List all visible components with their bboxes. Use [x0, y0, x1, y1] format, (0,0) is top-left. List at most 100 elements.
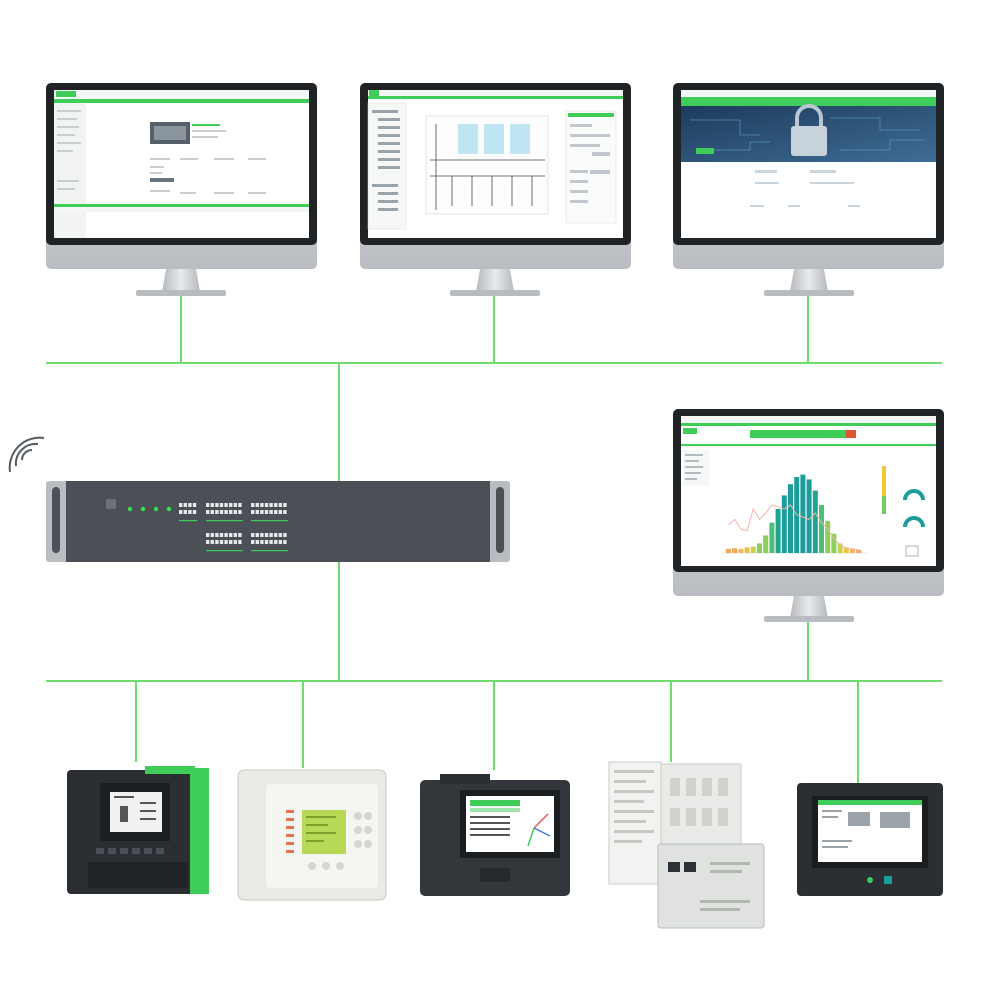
ethernet-port: [219, 540, 224, 544]
ethernet-port: [192, 510, 197, 514]
ethernet-port: [283, 533, 287, 537]
chart-bar: [775, 509, 781, 553]
chart-bar: [819, 505, 824, 553]
ethernet-port: [183, 510, 187, 514]
ethernet-port: [238, 540, 242, 544]
ethernet-port: [179, 510, 183, 514]
ethernet-port: [219, 533, 224, 537]
feeder-relay: [237, 769, 387, 901]
chart-bar: [750, 546, 756, 553]
chart-bar: [837, 543, 843, 553]
ethernet-port: [255, 510, 259, 514]
energy-profile-chart: [722, 474, 868, 554]
gauge-widget-2: [903, 516, 925, 528]
chart-trend-line: [728, 504, 859, 551]
ethernet-port: [278, 503, 282, 507]
switch-ports: [179, 503, 288, 552]
ethernet-port: [260, 510, 264, 514]
ethernet-port: [255, 540, 259, 544]
ethernet-port: [274, 510, 278, 514]
chart-bar: [856, 549, 862, 553]
ethernet-port: [269, 533, 273, 537]
ethernet-port: [260, 533, 264, 537]
chart-bar: [763, 535, 769, 553]
ethernet-port: [274, 533, 278, 537]
port-group-bar: [206, 520, 243, 522]
ethernet-port: [269, 540, 273, 544]
chart-bar: [850, 549, 855, 553]
ethernet-port: [215, 540, 219, 544]
ethernet-port: [283, 510, 287, 514]
ethernet-port: [251, 533, 255, 537]
ethernet-port: [206, 540, 210, 544]
ethernet-port: [224, 510, 228, 514]
ethernet-port: [251, 540, 255, 544]
chart-bar: [732, 548, 738, 553]
ethernet-port: [264, 510, 269, 514]
led-indicator: [166, 506, 172, 512]
monitor-secure-access: [673, 83, 944, 296]
ethernet-port: [233, 540, 237, 544]
ethernet-port: [219, 510, 224, 514]
ethernet-port: [179, 503, 183, 507]
ethernet-port: [233, 533, 237, 537]
protection-relay: [67, 766, 209, 894]
monitor-configuration-software: [46, 83, 317, 296]
ethernet-port: [274, 503, 278, 507]
ethernet-port: [210, 540, 214, 544]
ethernet-port: [183, 503, 187, 507]
ethernet-port: [210, 533, 214, 537]
chart-bar: [800, 474, 806, 553]
ethernet-switch: [46, 481, 510, 562]
ethernet-port: [260, 503, 264, 507]
ethernet-port: [251, 510, 255, 514]
ethernet-port: [224, 503, 228, 507]
monitor-energy-analytics: [673, 409, 944, 622]
chart-bar: [812, 490, 818, 553]
monitor-single-line-diagram: [360, 83, 631, 296]
ethernet-port: [210, 510, 214, 514]
status-leds: [127, 506, 172, 512]
chart-bar: [744, 547, 750, 553]
ethernet-port: [264, 533, 269, 537]
ethernet-port: [255, 533, 259, 537]
ethernet-port: [229, 503, 233, 507]
ethernet-port: [188, 510, 192, 514]
ethernet-port: [238, 503, 242, 507]
ethernet-port: [278, 533, 282, 537]
ethernet-port: [210, 503, 214, 507]
ethernet-port: [251, 503, 255, 507]
ethernet-port: [264, 540, 269, 544]
chart-bar: [726, 549, 731, 553]
ethernet-port: [229, 510, 233, 514]
panel-display: [797, 783, 943, 896]
ethernet-port: [269, 510, 273, 514]
chart-bar: [843, 547, 849, 553]
chart-bar: [757, 543, 762, 553]
ethernet-port: [215, 533, 219, 537]
led-indicator: [153, 506, 159, 512]
ethernet-port: [206, 533, 210, 537]
ethernet-port: [269, 503, 273, 507]
ethernet-port: [206, 510, 210, 514]
padlock-icon: [791, 104, 827, 156]
ethernet-port: [229, 540, 233, 544]
ethernet-port: [229, 533, 233, 537]
chart-bar: [769, 522, 775, 553]
chart-bar: [781, 495, 787, 553]
ethernet-port: [219, 503, 224, 507]
ethernet-port: [224, 540, 228, 544]
ethernet-port: [255, 503, 259, 507]
modular-io-unit: [608, 761, 765, 929]
ethernet-port: [283, 540, 287, 544]
power-meter: [420, 774, 570, 896]
ethernet-port: [278, 510, 282, 514]
chart-bar: [831, 533, 837, 553]
ethernet-port: [215, 510, 219, 514]
led-indicator: [127, 506, 133, 512]
ethernet-port: [264, 503, 269, 507]
ethernet-port: [224, 533, 228, 537]
ethernet-port: [233, 510, 237, 514]
network-links: [46, 295, 942, 783]
